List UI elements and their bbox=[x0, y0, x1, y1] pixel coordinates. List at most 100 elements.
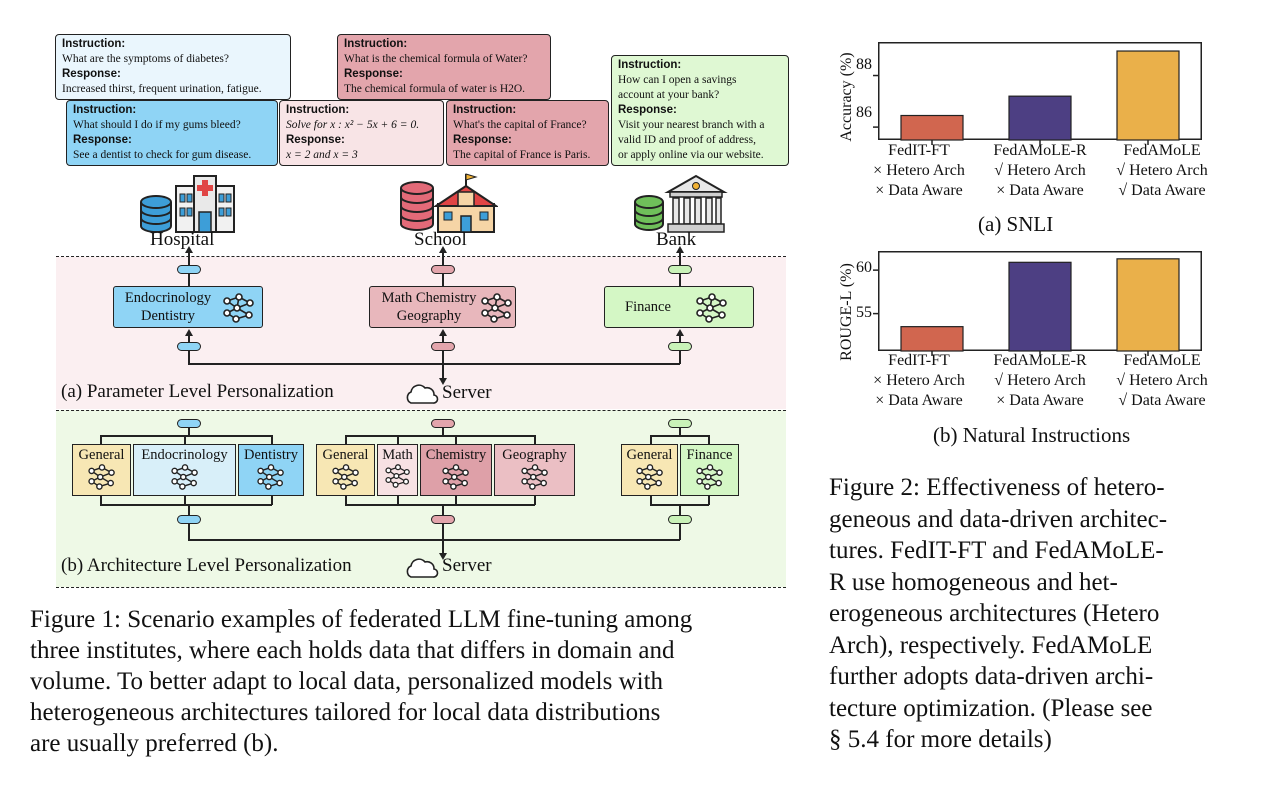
response-text: x = 2 and x = 3 bbox=[286, 149, 358, 161]
response-label: Response: bbox=[453, 134, 512, 146]
bar-fedamole-r bbox=[1008, 95, 1072, 141]
response-label: Response: bbox=[73, 134, 132, 146]
hospital-domain-1: Endocrinology bbox=[124, 290, 212, 306]
y-tick: 55 bbox=[856, 304, 872, 321]
y-tick: 86 bbox=[856, 104, 872, 121]
bank-download-pill-b bbox=[668, 515, 692, 524]
expert-general: General bbox=[316, 444, 375, 496]
parameter-level-region bbox=[56, 257, 786, 409]
ni-plot-area bbox=[873, 251, 1202, 356]
hospital-icon bbox=[140, 175, 235, 233]
instruction-label: Instruction: bbox=[62, 38, 126, 50]
figure-1-caption: Figure 1: Scenario examples of federated… bbox=[30, 604, 820, 759]
y-tick: 88 bbox=[856, 56, 872, 73]
school-upload-pill-b bbox=[431, 419, 455, 428]
caption-line: are usually preferred (b). bbox=[30, 730, 279, 757]
neural-network-icon bbox=[170, 464, 198, 490]
instruction-text-2: account at your bank? bbox=[618, 89, 720, 101]
hospital-download-pill-b bbox=[177, 515, 201, 524]
neural-network-icon bbox=[481, 293, 512, 323]
response-label: Response: bbox=[286, 134, 345, 146]
instruction-text-1: How can I open a savings bbox=[618, 74, 737, 86]
caption-line: erogeneous architectures (Hetero bbox=[829, 600, 1160, 627]
server-label-a: Server bbox=[442, 382, 492, 403]
neural-network-icon bbox=[635, 464, 663, 490]
neural-network-icon bbox=[695, 464, 723, 490]
bar-fedit-ft bbox=[900, 326, 964, 352]
caption-line: § 5.4 for more details) bbox=[829, 726, 1052, 753]
neural-network-icon bbox=[520, 464, 548, 490]
expert-chemistry: Chemistry bbox=[420, 444, 492, 496]
server-label-b: Server bbox=[442, 555, 492, 576]
card-gums: Instruction: What should I do if my gums… bbox=[66, 100, 278, 166]
bar-fedamole bbox=[1116, 258, 1180, 352]
card-bank: Instruction: How can I open a savings ac… bbox=[611, 55, 789, 166]
bank-icon bbox=[634, 174, 728, 233]
snli-plot-area bbox=[873, 42, 1202, 145]
response-text: The chemical formula of water is H2O. bbox=[344, 83, 526, 95]
cloud-icon bbox=[406, 384, 439, 404]
y-tick: 60 bbox=[856, 259, 872, 276]
neural-network-icon bbox=[696, 293, 727, 323]
x-tick-label: FedIT-FT× Hetero Arch× Data Aware bbox=[873, 352, 965, 409]
divider-bottom bbox=[56, 587, 786, 588]
section-a-label: (a) Parameter Level Personalization bbox=[61, 381, 334, 402]
response-text: Increased thirst, frequent urination, fa… bbox=[62, 83, 262, 95]
instruction-text: Solve for x : x² − 5x + 6 = 0. bbox=[286, 119, 420, 131]
architecture-level-region bbox=[56, 410, 786, 587]
hospital-upload-pill-b bbox=[177, 419, 201, 428]
caption-line: three institutes, where each holds data … bbox=[30, 637, 675, 664]
school-domain-1: Math Chemistry bbox=[381, 290, 477, 306]
school-download-pill-b bbox=[431, 515, 455, 524]
response-text: See a dentist to check for gum disease. bbox=[73, 149, 252, 161]
x-tick-label: FedAMoLE-R√ Hetero Arch× Data Aware bbox=[993, 142, 1087, 199]
bank-download-pill bbox=[668, 342, 692, 351]
neural-network-icon bbox=[384, 464, 410, 488]
caption-line: Figure 1: Scenario examples of federated… bbox=[30, 606, 693, 633]
expert-finance: Finance bbox=[680, 444, 739, 496]
x-tick-label: FedAMoLE√ Hetero Arch√ Data Aware bbox=[1116, 352, 1208, 409]
hospital-param-model: Endocrinology Dentistry bbox=[113, 286, 263, 328]
response-text-1: Visit your nearest branch with a bbox=[618, 119, 765, 131]
expert-name: General bbox=[78, 447, 125, 463]
bank-upload-pill bbox=[668, 265, 692, 274]
expert-name: Dentistry bbox=[244, 447, 298, 463]
caption-line: heterogeneous architectures tailored for… bbox=[30, 699, 661, 726]
chart-title: (a) SNLI bbox=[978, 212, 1054, 236]
expert-name: Math bbox=[382, 447, 413, 463]
expert-endocrinology: Endocrinology bbox=[133, 444, 236, 496]
caption-line: geneous and data-driven architec- bbox=[829, 505, 1168, 533]
neural-network-icon bbox=[257, 464, 284, 490]
expert-name: Finance bbox=[686, 447, 733, 463]
caption-line: Arch), respectively. FedAMoLE bbox=[829, 631, 1153, 659]
expert-math: Math bbox=[377, 444, 418, 496]
section-b-label: (b) Architecture Level Personalization bbox=[61, 555, 352, 576]
expert-geography: Geography bbox=[494, 444, 575, 496]
instruction-text: What are the symptoms of diabetes? bbox=[62, 53, 230, 65]
expert-name: Chemistry bbox=[425, 447, 487, 463]
instruction-label: Instruction: bbox=[344, 38, 408, 50]
divider-middle bbox=[56, 410, 786, 411]
neural-network-icon bbox=[442, 464, 469, 490]
divider-top bbox=[56, 256, 786, 257]
expert-name: General bbox=[626, 447, 673, 463]
bar-fedamole bbox=[1116, 50, 1180, 141]
chart-snli: Accuracy (%) 88 86 FedIT-FT× Hetero Arch… bbox=[830, 30, 1240, 240]
instruction-label: Instruction: bbox=[73, 104, 137, 116]
expert-name: General bbox=[322, 447, 369, 463]
instruction-text: What's the capital of France? bbox=[453, 119, 587, 131]
bar-fedamole-r bbox=[1008, 261, 1072, 352]
instruction-label: Instruction: bbox=[453, 104, 517, 116]
neural-network-icon bbox=[87, 464, 115, 490]
hospital-upload-pill bbox=[177, 265, 201, 274]
instruction-label: Instruction: bbox=[286, 104, 350, 116]
card-water: Instruction: What is the chemical formul… bbox=[337, 34, 551, 100]
response-label: Response: bbox=[618, 104, 677, 116]
bar-fedit-ft bbox=[900, 114, 964, 141]
hospital-label: Hospital bbox=[150, 229, 215, 250]
bank-upload-pill-b bbox=[668, 419, 692, 428]
school-icon bbox=[400, 173, 498, 233]
figure-2-caption: Figure 2: Effectiveness of hetero- geneo… bbox=[829, 472, 1239, 756]
card-france: Instruction: What's the capital of Franc… bbox=[446, 100, 609, 166]
expert-name: Endocrinology bbox=[141, 447, 228, 463]
